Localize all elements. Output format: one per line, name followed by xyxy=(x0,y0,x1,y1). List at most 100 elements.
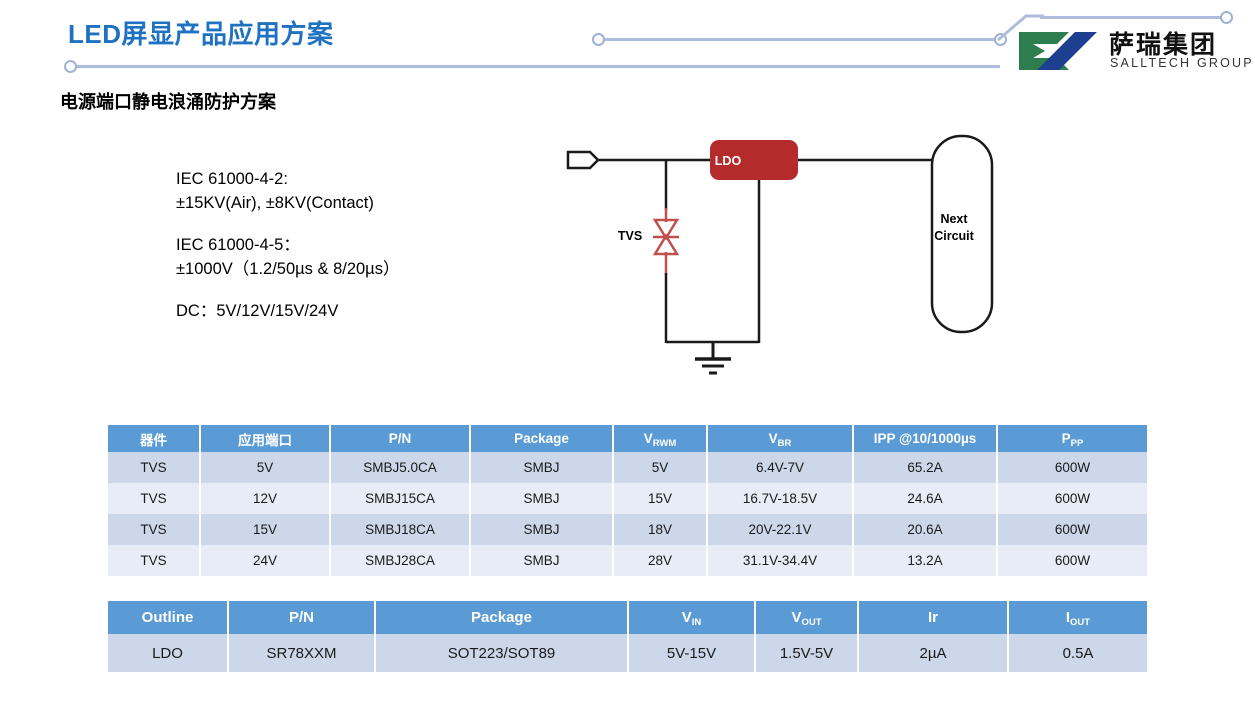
circuit-diagram: LDO TVS Next Circuit xyxy=(550,130,1030,395)
table-cell: 5V-15V xyxy=(628,634,756,672)
header-text: 应用端口 xyxy=(238,432,292,448)
header-subscript: PP xyxy=(1070,438,1084,449)
spec-group-esd: IEC 61000-4-2: ±15KV(Air), ±8KV(Contact) xyxy=(176,168,506,216)
decorative-line-lower xyxy=(76,65,1000,68)
table-cell: 20.6A xyxy=(853,514,998,545)
table-header-cell: Package xyxy=(375,601,629,634)
header-text: P xyxy=(1061,431,1071,446)
table-cell: 600W xyxy=(997,483,1147,514)
decorative-line-top xyxy=(1040,16,1226,19)
header-text: P/N xyxy=(288,609,314,626)
tvs-label: TVS xyxy=(617,229,643,243)
spec-line: ±1000V（1.2/50µs & 8/20µs） xyxy=(176,259,400,278)
table-header-cell: P/N xyxy=(330,425,471,452)
table-header-cell: PPP xyxy=(997,425,1147,452)
table-cell: 24.6A xyxy=(853,483,998,514)
table-cell: 600W xyxy=(997,514,1147,545)
table-cell: 2µA xyxy=(858,634,1009,672)
table-header-cell: Ir xyxy=(858,601,1009,634)
tvs-diode-triangle-upper xyxy=(652,218,680,241)
spec-line: ±15KV(Air), ±8KV(Contact) xyxy=(176,193,374,212)
table-header-cell: VBR xyxy=(707,425,854,452)
table-cell: 15V xyxy=(200,514,331,545)
spec-line: DC：5V/12V/15V/24V xyxy=(176,301,339,320)
table-row: TVS 15V SMBJ18CA SMBJ 18V 20V-22.1V 20.6… xyxy=(108,514,1147,545)
slide-header: LED屏显产品应用方案 萨瑞集团 SALLTECH GROUP xyxy=(0,0,1255,90)
page-title: LED屏显产品应用方案 xyxy=(68,19,334,49)
table-cell: 31.1V-34.4V xyxy=(707,545,854,576)
ldo-label: LDO xyxy=(714,154,742,168)
table-header-cell: IOUT xyxy=(1008,601,1147,634)
header-text: Package xyxy=(471,609,532,626)
table-cell: 24V xyxy=(200,545,331,576)
ldo-parameter-table: Outline P/N Package VIN VOUT Ir IOUT LDO… xyxy=(108,601,1147,672)
decorative-circle-middle-left xyxy=(592,33,605,46)
table-cell: 600W xyxy=(997,545,1147,576)
decorative-line-middle xyxy=(604,38,1000,41)
table-cell: SMBJ5.0CA xyxy=(330,452,471,483)
header-text: V xyxy=(643,431,653,446)
table-cell: 6.4V-7V xyxy=(707,452,854,483)
header-subscript: BR xyxy=(777,438,792,449)
table-header-cell: VOUT xyxy=(755,601,859,634)
table-cell: SMBJ xyxy=(470,483,614,514)
table-cell: 65.2A xyxy=(853,452,998,483)
header-subscript: OUT xyxy=(1070,617,1091,628)
company-logo: 萨瑞集团 SALLTECH GROUP xyxy=(1013,25,1252,77)
table-cell: LDO xyxy=(108,634,229,672)
table-cell: 18V xyxy=(613,514,708,545)
salltech-logo-mark-icon xyxy=(1019,32,1097,70)
table-cell: 15V xyxy=(613,483,708,514)
table-cell: SMBJ28CA xyxy=(330,545,471,576)
table-header-cell: P/N xyxy=(228,601,376,634)
spec-line: IEC 61000-4-5： xyxy=(176,235,300,254)
table-cell: SR78XXM xyxy=(228,634,376,672)
table-cell: SOT223/SOT89 xyxy=(375,634,629,672)
table-cell: TVS xyxy=(108,483,201,514)
next-circuit-label: Next Circuit xyxy=(924,211,984,245)
table-cell: 0.5A xyxy=(1008,634,1147,672)
header-subscript: OUT xyxy=(801,617,822,628)
header-text: V xyxy=(791,609,802,626)
header-text: Ir xyxy=(927,609,938,626)
table-header-row: 器件 应用端口 P/N Package VRWM VBR IPP @10/100… xyxy=(108,425,1147,452)
table-header-cell: Package xyxy=(470,425,614,452)
header-text: 器件 xyxy=(140,432,167,448)
table-cell: SMBJ xyxy=(470,514,614,545)
logo-text-english: SALLTECH GROUP xyxy=(1110,56,1254,70)
table-cell: 5V xyxy=(200,452,331,483)
next-circuit-block xyxy=(930,134,994,334)
spec-group-surge: IEC 61000-4-5： ±1000V（1.2/50µs & 8/20µs） xyxy=(176,234,506,282)
header-text: Outline xyxy=(141,609,194,626)
table-cell: TVS xyxy=(108,545,201,576)
table-header-cell: VIN xyxy=(628,601,756,634)
table-header-cell: VRWM xyxy=(613,425,708,452)
next-circuit-label-line2: Circuit xyxy=(934,228,974,243)
decorative-circle-top xyxy=(1220,11,1233,24)
table-row: TVS 12V SMBJ15CA SMBJ 15V 16.7V-18.5V 24… xyxy=(108,483,1147,514)
ldo-block xyxy=(710,140,798,180)
decorative-circle-lower xyxy=(64,60,77,73)
table-cell: SMBJ18CA xyxy=(330,514,471,545)
input-connector-icon xyxy=(566,150,600,170)
table-cell: 13.2A xyxy=(853,545,998,576)
header-text: P/N xyxy=(388,431,412,446)
table-cell: SMBJ xyxy=(470,452,614,483)
table-cell: 20V-22.1V xyxy=(707,514,854,545)
header-text: I xyxy=(1065,609,1071,626)
header-text: Package xyxy=(514,431,569,446)
spec-line: IEC 61000-4-2: xyxy=(176,170,288,188)
table-cell: 600W xyxy=(997,452,1147,483)
table-cell: 1.5V-5V xyxy=(755,634,859,672)
section-subtitle: 电源端口静电浪涌防护方案 xyxy=(60,92,276,112)
table-cell: 28V xyxy=(613,545,708,576)
table-row: TVS 24V SMBJ28CA SMBJ 28V 31.1V-34.4V 13… xyxy=(108,545,1147,576)
circuit-schematic-svg xyxy=(566,134,994,375)
table-row: TVS 5V SMBJ5.0CA SMBJ 5V 6.4V-7V 65.2A 6… xyxy=(108,452,1147,483)
decorative-diagonal-connector xyxy=(997,14,1044,42)
table-cell: 12V xyxy=(200,483,331,514)
specification-list: IEC 61000-4-2: ±15KV(Air), ±8KV(Contact)… xyxy=(176,168,506,342)
header-subscript: IN xyxy=(691,617,702,628)
table-cell: 16.7V-18.5V xyxy=(707,483,854,514)
table-header-cell: 器件 xyxy=(108,425,201,452)
